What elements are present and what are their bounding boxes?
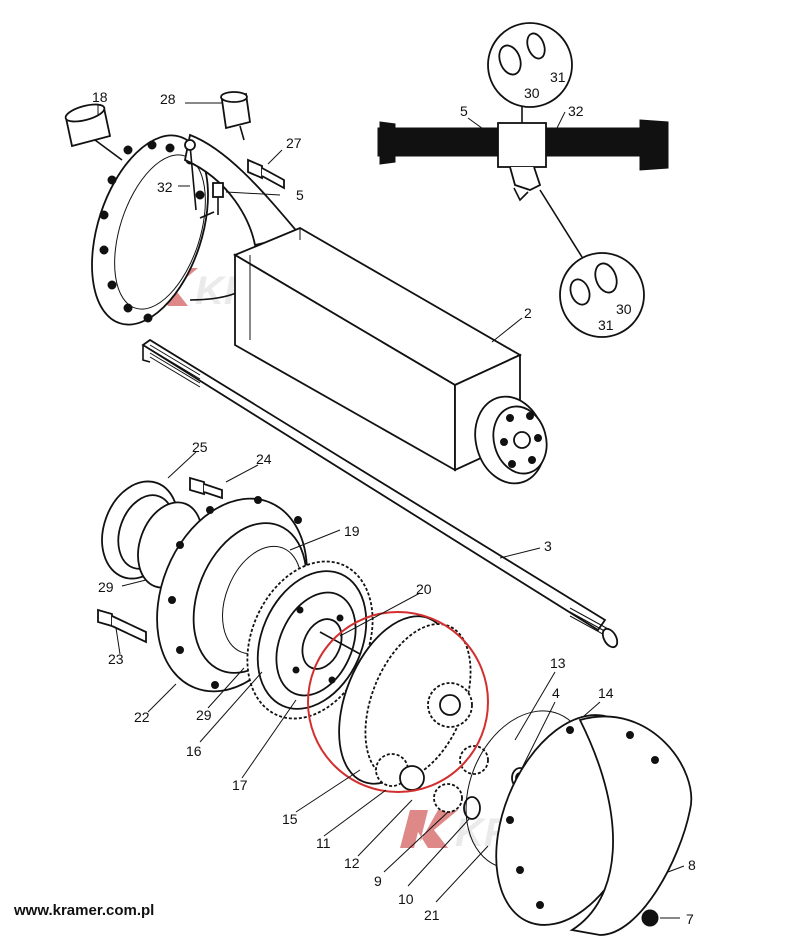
callout-19: 19 [344, 523, 360, 539]
callout-5-housing: 5 [296, 187, 304, 203]
bolt-27 [247, 158, 285, 190]
callout-20: 20 [416, 581, 432, 597]
inset-seal-bottom [539, 189, 645, 338]
callout-32-housing: 32 [157, 179, 173, 195]
callout-14: 14 [598, 685, 614, 701]
bolt-23 [97, 608, 147, 644]
highlight-ring [307, 611, 489, 793]
callout-11: 11 [316, 835, 331, 851]
callout-7: 7 [686, 911, 694, 927]
callout-22: 22 [134, 709, 150, 725]
axle-housing [91, 133, 548, 485]
end-cover [495, 714, 693, 936]
callout-29-bearing: 29 [98, 579, 114, 595]
thrust-washer-10 [463, 796, 481, 820]
callout-27: 27 [286, 135, 302, 151]
callout-10: 10 [398, 891, 414, 907]
callout-9: 9 [374, 873, 382, 889]
callout-32-inset: 32 [568, 103, 584, 119]
callout-31-bottom: 31 [598, 317, 614, 333]
callout-8: 8 [688, 857, 696, 873]
callout-5-inset: 5 [460, 103, 468, 119]
callout-13: 13 [550, 655, 566, 671]
callout-24: 24 [256, 451, 272, 467]
planet-carrier [275, 591, 361, 697]
callout-28: 28 [160, 91, 176, 107]
callout-30-top: 30 [524, 85, 540, 101]
planetary-housing [338, 615, 489, 791]
planet-gear-9 [433, 783, 463, 813]
callout-21: 21 [424, 907, 440, 923]
leader-lines [97, 102, 685, 919]
callout-23: 23 [108, 651, 124, 667]
callout-18: 18 [92, 89, 108, 105]
inset-seal-top [487, 22, 573, 123]
callout-2: 2 [524, 305, 532, 321]
drain-plug-7 [641, 909, 659, 927]
bearing-25 [101, 480, 203, 589]
footer-url: www.kramer.com.pl [14, 902, 155, 919]
callout-16: 16 [186, 743, 202, 759]
callout-15: 15 [282, 811, 298, 827]
callout-3: 3 [544, 538, 552, 554]
bolt-24 [189, 476, 223, 500]
half-shaft [141, 338, 619, 649]
callout-31-top: 31 [550, 69, 566, 85]
plug-28 [220, 91, 252, 141]
callout-4: 4 [552, 685, 560, 701]
breather-cap [64, 103, 123, 161]
callout-12: 12 [344, 855, 360, 871]
inset-shaft [377, 119, 669, 202]
callout-29-seal: 29 [196, 707, 212, 723]
callout-17: 17 [232, 777, 248, 793]
callout-25: 25 [192, 439, 208, 455]
callout-labels: 18 28 27 32 5 2 3 5 32 31 30 30 31 25 24… [92, 69, 696, 927]
callout-30-bottom: 30 [616, 301, 632, 317]
